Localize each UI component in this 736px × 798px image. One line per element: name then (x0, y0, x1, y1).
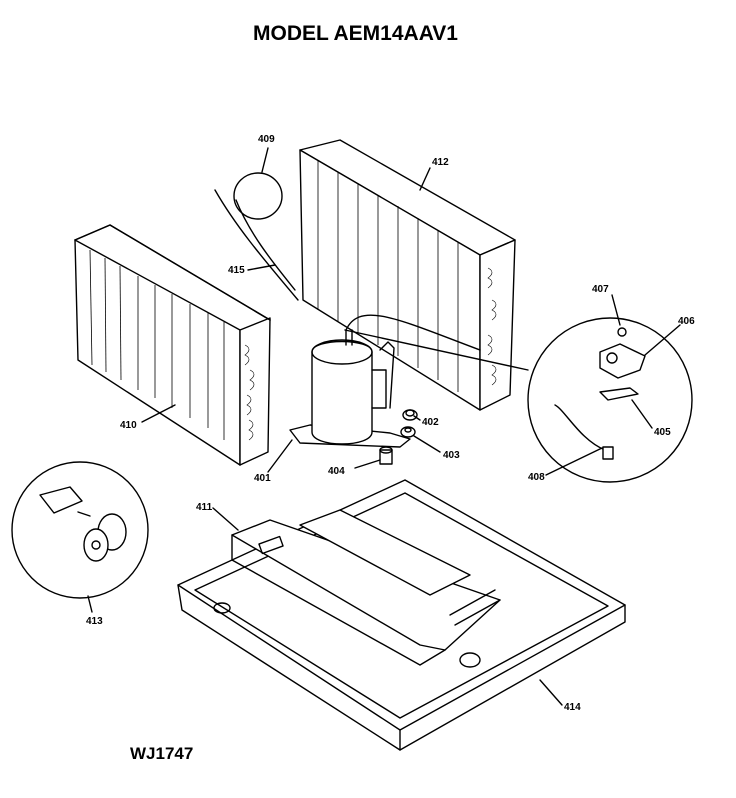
callout-401: 401 (254, 473, 271, 484)
leader-lines (87, 147, 681, 706)
screw-407 (617, 327, 627, 337)
callout-407: 407 (592, 284, 609, 295)
callout-403: 403 (443, 450, 460, 461)
callout-405: 405 (654, 427, 671, 438)
callout-413: 413 (86, 616, 103, 627)
callout-labels: 409 412 415 410 401 402 403 404 407 406 … (86, 134, 695, 713)
inset-filter-detail (11, 461, 149, 599)
drawing-reference-number: WJ1747 (130, 744, 194, 763)
shroud-411 (231, 509, 501, 666)
capillary-tube-409 (214, 172, 299, 301)
coil-410 (74, 224, 271, 466)
callout-415: 415 (228, 265, 245, 276)
compressor-401 (289, 314, 481, 448)
clip-405 (599, 387, 639, 401)
callout-411: 411 (196, 502, 213, 513)
grommet-402 (402, 409, 418, 421)
filter-413 (39, 486, 127, 562)
overload-406 (599, 343, 646, 379)
wire-408 (554, 404, 614, 460)
mount-404 (379, 446, 393, 465)
inset-overload-detail (344, 317, 693, 483)
callout-409: 409 (258, 134, 275, 145)
callout-414: 414 (564, 702, 581, 713)
washer-403 (400, 426, 416, 438)
callout-408: 408 (528, 472, 545, 483)
callout-410: 410 (120, 420, 137, 431)
diagram-title: MODEL AEM14AAV1 (253, 22, 458, 45)
callout-402: 402 (422, 417, 439, 428)
callout-412: 412 (432, 157, 449, 168)
callout-404: 404 (328, 466, 345, 477)
callout-406: 406 (678, 316, 695, 327)
coil-412 (299, 139, 516, 411)
